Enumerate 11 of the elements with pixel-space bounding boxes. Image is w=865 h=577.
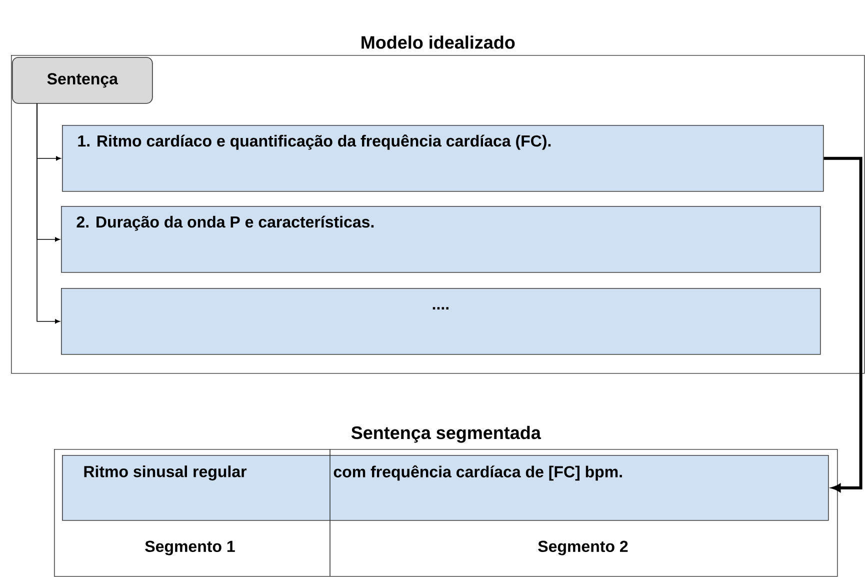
node-label: Sentença segmentada bbox=[351, 426, 542, 443]
sentence-box: Sentença bbox=[12, 57, 153, 104]
segmented-sentence-box: Ritmo sinusal regular com frequência cardíaca de [FC] bpm. bbox=[62, 454, 829, 521]
arrow bbox=[36, 103, 60, 324]
item-box: 2. Duração da onda P e características. bbox=[61, 206, 821, 273]
node-label: Modelo idealizado bbox=[362, 36, 515, 49]
column-header: Segmento 2 bbox=[538, 540, 628, 556]
column-header: Segmento 1 bbox=[145, 540, 235, 556]
arrow bbox=[824, 156, 862, 492]
item-box: .... bbox=[61, 288, 821, 355]
item-box: 1. Ritmo cardíaco e quantificação da frequência cardíaca (FC). bbox=[62, 125, 824, 192]
